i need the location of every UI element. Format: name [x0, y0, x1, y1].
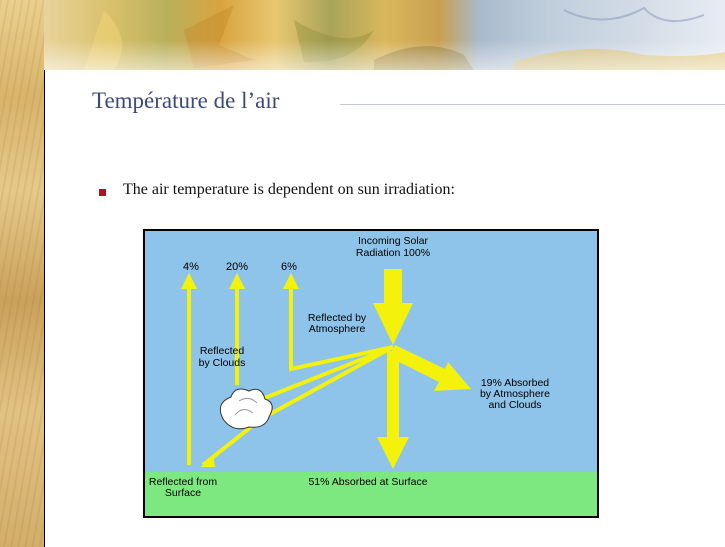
absorbed-atm-line2: by Atmosphere [480, 388, 550, 400]
bullet-icon [99, 189, 106, 196]
reflected-atm-line1: Reflected by [308, 312, 367, 324]
reflected-atmosphere-arrowhead [283, 273, 299, 289]
solar-radiation-diagram: Incoming Solar Radiation 100% 4% 20% 6% … [143, 229, 599, 518]
reflected-atm-line2: Atmosphere [309, 323, 366, 335]
left-decorative-strip [0, 0, 44, 547]
atmosphere-absorption-arrow [389, 345, 471, 391]
pct-20-label: 20% [226, 261, 248, 273]
incoming-label-line2: Radiation 100% [356, 247, 430, 259]
reflected-clouds-arrowhead [229, 273, 245, 289]
surface-hit-arrowhead [201, 455, 215, 467]
absorbed-atm-line1: 19% Absorbed [481, 377, 549, 389]
absorbed-surface-label: 51% Absorbed at Surface [308, 476, 427, 488]
pct-4-label: 4% [183, 261, 199, 273]
title-underline-rule [340, 104, 725, 105]
reflected-clouds-line1: Reflected [200, 345, 245, 357]
pct-6-label: 6% [281, 261, 297, 273]
banner-fade [44, 40, 725, 70]
reflected-surface-line2: Surface [165, 487, 201, 499]
incoming-label-line1: Incoming Solar [358, 235, 429, 247]
reflected-surface-line1: Reflected from [149, 476, 218, 488]
reflected-clouds-line2: by Clouds [199, 357, 246, 369]
reflected-atmosphere-path [289, 287, 394, 372]
ground-area [145, 472, 597, 516]
bullet-text: The air temperature is dependent on sun … [123, 181, 455, 198]
cloud-icon [219, 388, 273, 430]
absorbed-atm-line3: and Clouds [488, 399, 541, 411]
reflected-surface-arrowhead [181, 273, 197, 289]
left-border-line [44, 0, 45, 547]
page-title: Température de l’air [92, 88, 280, 113]
cloud-incoming-path [246, 345, 394, 407]
surface-absorption-arrow [377, 351, 409, 469]
incoming-radiation-arrow [373, 269, 413, 345]
